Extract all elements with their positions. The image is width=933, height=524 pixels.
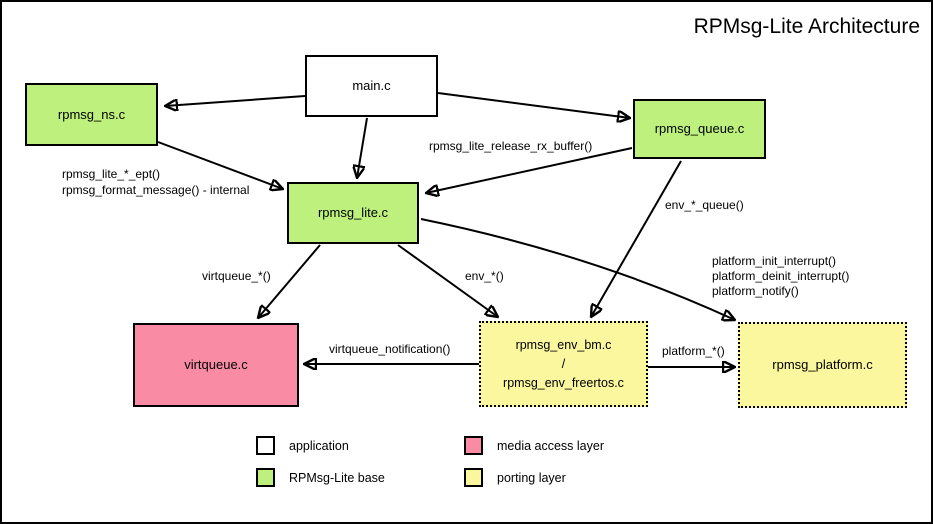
edge-main-to-rpmsg-lite	[357, 117, 368, 178]
legend-swatch-application	[256, 436, 275, 455]
node-rpmsg-env: rpmsg_env_bm.c / rpmsg_env_freertos.c	[479, 321, 648, 407]
edge-main-to-rpmsg-queue	[437, 92, 630, 118]
edge-rpmsg-queue-to-rpmsg-lite	[426, 147, 633, 193]
node-rpmsg-lite-label: rpmsg_lite.c	[317, 205, 389, 220]
node-rpmsg-ns-label: rpmsg_ns.c	[57, 106, 126, 122]
node-virtqueue: virtqueue.c	[133, 323, 299, 407]
edge-label-env-star: env_*()	[465, 269, 504, 283]
node-rpmsg-queue-label: rpmsg_queue.c	[654, 121, 745, 136]
edge-label-platform-block: platform_init_interrupt() platform_deini…	[712, 254, 849, 299]
legend-swatch-porting-layer	[464, 468, 483, 487]
legend-item-application: application	[256, 436, 349, 455]
edge-label-ept-line2: rpmsg_format_message() - internal	[62, 183, 250, 197]
node-rpmsg-env-label-line1: rpmsg_env_bm.c	[515, 337, 612, 352]
node-rpmsg-platform-label: rpmsg_platform.c	[772, 357, 873, 372]
legend-label-media-access-layer: media access layer	[497, 438, 604, 453]
edge-main-to-rpmsg-ns	[165, 95, 306, 106]
node-rpmsg-ns: rpmsg_ns.c	[25, 83, 158, 146]
edge-label-platform-star: platform_*()	[662, 344, 725, 358]
edge-label-virtqueue-notification: virtqueue_notification()	[329, 342, 451, 356]
edge-rpmsg-queue-to-rpmsg-env	[591, 160, 682, 317]
node-rpmsg-platform: rpmsg_platform.c	[738, 322, 907, 408]
edge-label-env-queue: env_*_queue()	[665, 198, 744, 212]
node-rpmsg-env-label-line3: rpmsg_env_freertos.c	[503, 375, 624, 390]
node-main: main.c	[305, 55, 438, 117]
node-main-label: main.c	[352, 78, 391, 93]
legend-item-rpmsg-lite-base: RPMsg-Lite base	[256, 468, 385, 487]
legend-label-porting-layer: porting layer	[497, 470, 566, 485]
edge-label-virtqueue-star: virtqueue_*()	[202, 269, 271, 283]
legend-item-porting-layer: porting layer	[464, 468, 566, 487]
node-rpmsg-env-label-line2: /	[561, 356, 566, 371]
edge-label-release-rx: rpmsg_lite_release_rx_buffer()	[429, 139, 593, 153]
edge-label-ept-block: rpmsg_lite_*_ept() rpmsg_format_message(…	[62, 166, 249, 198]
legend-label-rpmsg-lite-base: RPMsg-Lite base	[289, 470, 385, 485]
edge-label-platform-notify: platform_notify()	[712, 284, 799, 298]
node-virtqueue-label: virtqueue.c	[184, 357, 248, 372]
node-rpmsg-queue: rpmsg_queue.c	[633, 99, 766, 159]
edge-label-platform-init: platform_init_interrupt()	[712, 254, 837, 268]
legend-label-application: application	[289, 438, 349, 453]
node-rpmsg-lite: rpmsg_lite.c	[287, 182, 419, 244]
edge-label-ept-line1: rpmsg_lite_*_ept()	[62, 167, 161, 181]
edge-label-platform-deinit: platform_deinit_interrupt()	[712, 269, 850, 283]
legend-item-media-access-layer: media access layer	[464, 436, 604, 455]
page-title: RPMsg-Lite Architecture	[693, 15, 920, 38]
legend-swatch-media-access-layer	[464, 436, 483, 455]
legend-swatch-rpmsg-lite-base	[256, 468, 275, 487]
